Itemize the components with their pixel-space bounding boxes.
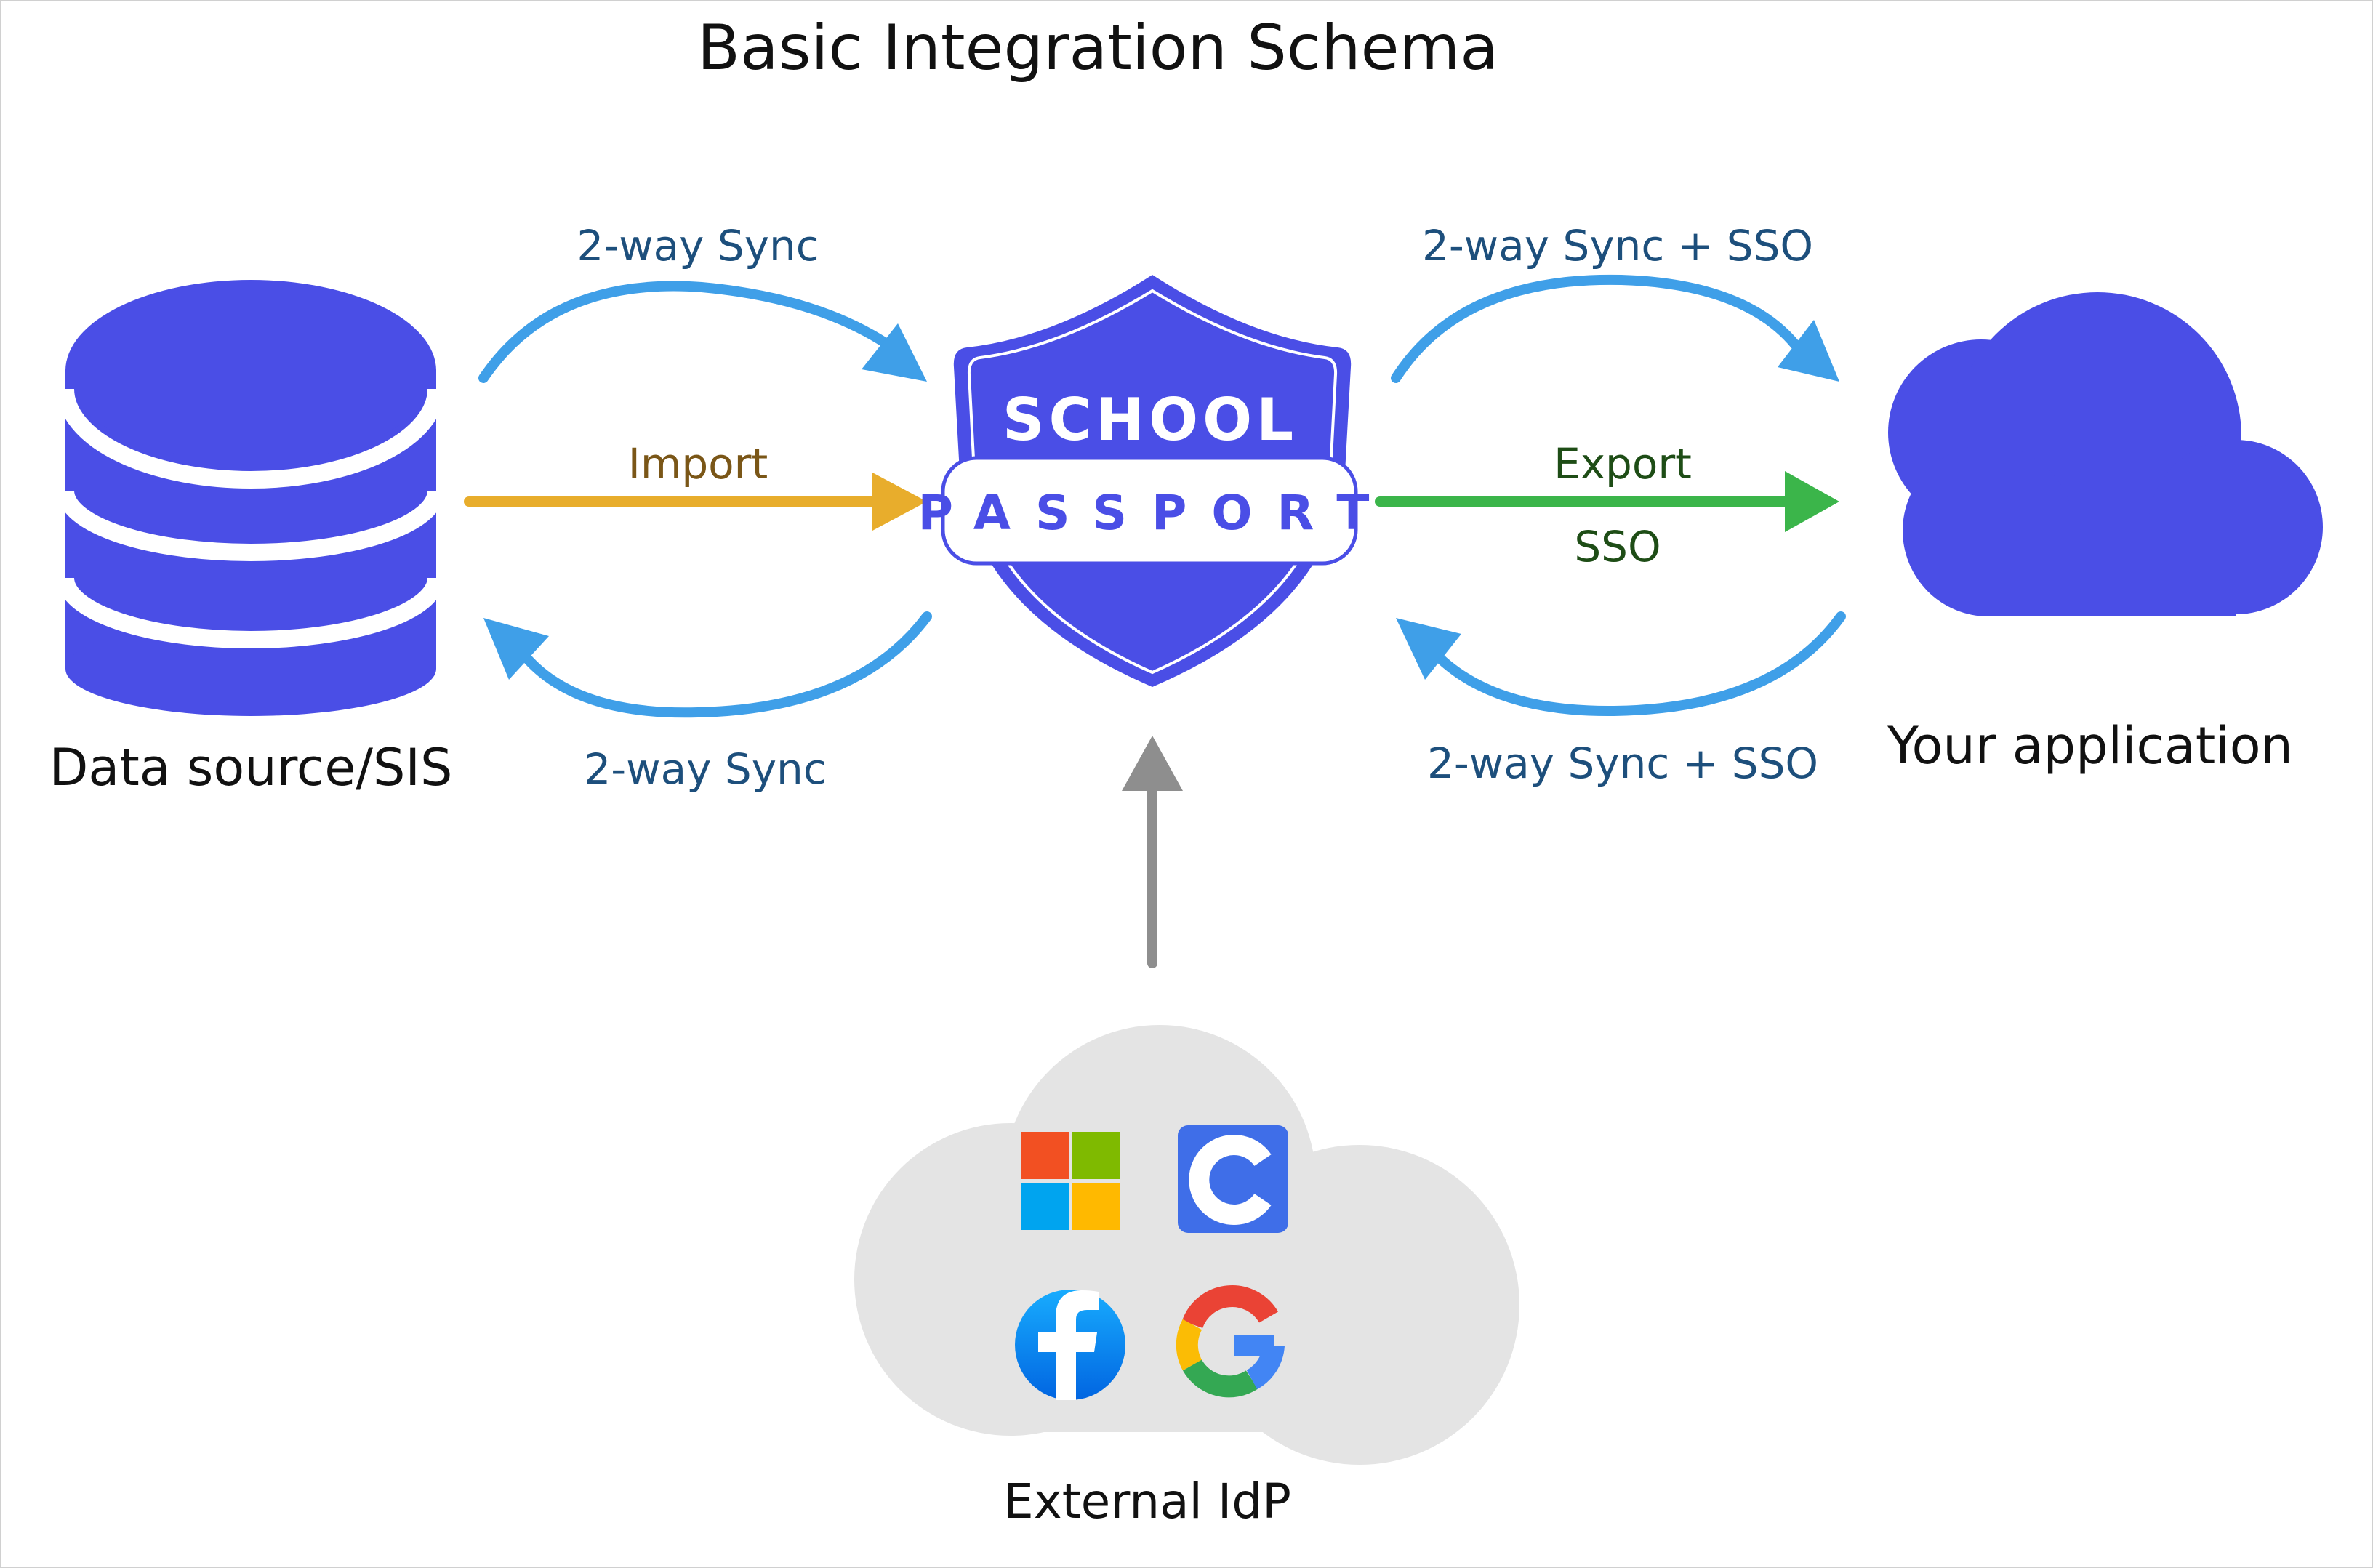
right-bottom-sync-sso-arrow [1396, 611, 1846, 717]
google-icon [1176, 1285, 1285, 1398]
idp-label: External IdP [1003, 1473, 1291, 1529]
export-label: Export [1554, 439, 1692, 489]
left-top-sync-arrow [478, 281, 927, 383]
left-bottom-sync-arrow [483, 611, 932, 718]
left-top-sync-label: 2-way Sync [577, 221, 819, 270]
export-arrow [1375, 471, 1839, 532]
facebook-icon [1015, 1290, 1125, 1400]
cloud-icon [1888, 292, 2323, 616]
right-top-sync-sso-arrow [1391, 274, 1839, 383]
right-bottom-sync-sso-label: 2-way Sync + SSO [1427, 739, 1818, 788]
database-icon [57, 280, 445, 716]
right-top-sync-sso-label: 2-way Sync + SSO [1422, 221, 1813, 270]
diagram-title: Basic Integration Schema [697, 12, 1498, 84]
idp-arrow [1122, 736, 1183, 968]
application-label: Your application [1887, 716, 2293, 776]
import-label: Import [628, 439, 768, 489]
idp-cloud [854, 1025, 1519, 1465]
source-label: Data source/SIS [49, 738, 453, 797]
shield-band-text: PASSPORT [918, 485, 1394, 541]
microsoft-icon [1021, 1132, 1120, 1230]
school-passport-shield [941, 275, 1358, 687]
classlink-icon [1178, 1125, 1288, 1233]
left-bottom-sync-label: 2-way Sync [584, 744, 826, 794]
import-arrow [464, 473, 927, 531]
shield-top-text: SCHOOL [1003, 386, 1298, 454]
sso-label: SSO [1574, 522, 1661, 571]
